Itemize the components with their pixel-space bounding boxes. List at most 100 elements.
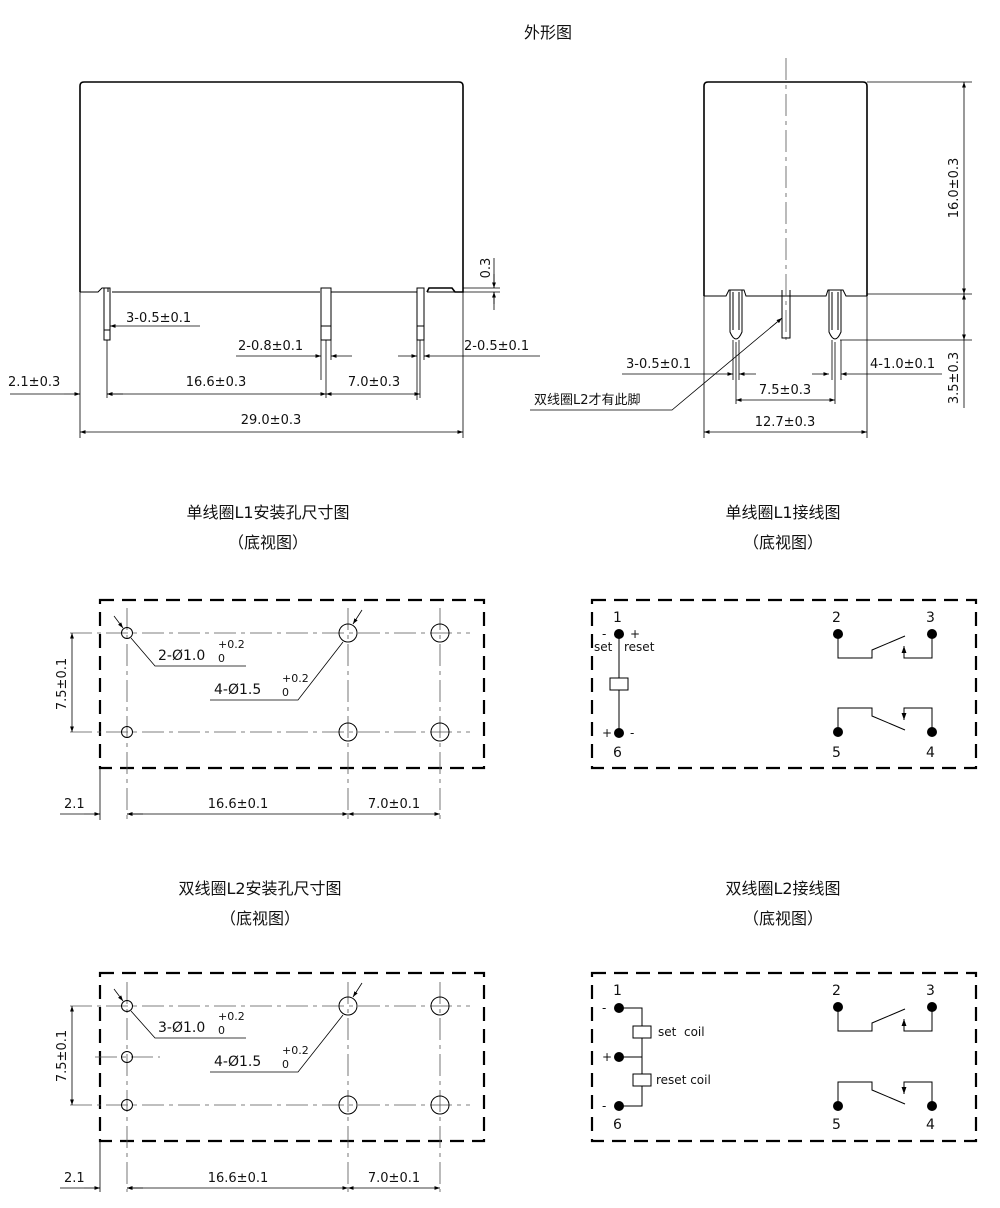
l2-dim-row: 7.5±0.1 [55, 1030, 70, 1082]
l2-pin2-label: 2 [832, 983, 841, 999]
front-pin-3 [416, 287, 425, 341]
side-pin-mid [781, 290, 791, 339]
outline-title: 外形图 [524, 23, 572, 42]
l1-dim-pitch1: 16.6±0.1 [208, 797, 269, 812]
l2-pin5-label: 5 [832, 1117, 841, 1133]
l1-hole-small-tol-low: 0 [218, 652, 225, 665]
l2-wiring-diagram: 1 - + - 6 set coil reset coil 2 3 5 4 [590, 971, 978, 1143]
l1-wiring-subtitle: （底视图） [743, 533, 823, 552]
l1-pin3-label: 3 [926, 610, 935, 626]
l1-dim-row: 7.5±0.1 [55, 658, 70, 710]
l2-mount-diagram: 3-Ø1.0 +0.2 0 4-Ø1.5 +0.2 0 7.5±0.1 2.1 … [55, 971, 486, 1192]
l1-mount-subtitle: （底视图） [228, 533, 308, 552]
dim-pin-08: 2-0.8±0.1 [238, 339, 303, 354]
l2-hole-large-tol-up: +0.2 [282, 1044, 309, 1057]
l1-pin4-label: 4 [926, 745, 935, 761]
l1-wiring-outline [590, 598, 978, 770]
l2-pin1-minus: - [602, 1001, 606, 1015]
l1-set-label: set [594, 640, 613, 654]
dim-pitch2: 7.0±0.3 [348, 375, 400, 390]
l1-pin5-label: 5 [832, 745, 841, 761]
l2-pin4-label: 4 [926, 1117, 935, 1133]
l2-wiring-title: 双线圈L2接线图 [725, 879, 840, 898]
l1-pin1-label: 1 [613, 610, 622, 626]
l1-hole-small-1 [121, 627, 133, 639]
l1-dim-pitch2: 7.0±0.1 [368, 797, 420, 812]
dim-gap: 0.3 [479, 258, 494, 279]
l1-hole-large-3 [338, 722, 358, 742]
dim-pin-len: 3.5±0.3 [947, 352, 962, 404]
side-dim-pin-width: 3-0.5±0.1 [626, 357, 691, 372]
l1-hole-large-4 [430, 722, 450, 742]
l1-pin1-plus: + [630, 627, 640, 641]
l2-hole-small-1 [121, 1000, 133, 1012]
l2-hole-large-4 [430, 1095, 450, 1115]
dim-length: 29.0±0.3 [241, 413, 302, 428]
l1-pin6-label: 6 [613, 745, 622, 761]
l2-hole-large-3 [338, 1095, 358, 1115]
side-pin-left [729, 290, 743, 340]
side-dim-width: 12.7±0.3 [755, 415, 816, 430]
front-view: 0.3 3-0.5±0.1 2-0.8±0.1 2-0.5±0.1 2.1±0.… [8, 81, 540, 438]
l2-set-coil [632, 1025, 652, 1039]
l2-hole-large-1 [338, 996, 358, 1016]
l2-mount-subtitle: （底视图） [220, 909, 300, 928]
l2-pin3-label: 3 [926, 983, 935, 999]
l1-wiring-diagram: 1 - + set reset + - 6 2 3 5 4 [590, 598, 978, 770]
l2-hole-small-2 [121, 1051, 133, 1063]
l2-hole-large-label: 4-Ø1.5 [214, 1054, 261, 1070]
side-body [703, 81, 868, 296]
l1-dim-offset: 2.1 [64, 797, 85, 812]
l2-reset-coil-label: reset coil [656, 1073, 711, 1087]
l2-hole-small-label: 3-Ø1.0 [158, 1020, 205, 1036]
l2-dim-pitch1: 16.6±0.1 [208, 1171, 269, 1186]
l1-wiring-title: 单线圈L1接线图 [725, 503, 840, 522]
side-view: 16.0±0.3 3.5±0.3 3-0.5±0.1 4-1.0±0.1 7.5… [530, 58, 972, 438]
l1-mount-outline [98, 598, 486, 770]
l1-hole-large-label: 4-Ø1.5 [214, 682, 261, 698]
l1-reset-label: reset [624, 640, 655, 654]
l2-pin6-minus: - [602, 1099, 606, 1113]
l2-mount-outline [98, 971, 486, 1143]
l2-hole-small-3 [121, 1099, 133, 1111]
l2-hole-large-2 [430, 996, 450, 1016]
l2-hole-small-tol-up: +0.2 [218, 1010, 245, 1023]
l1-coil [609, 677, 629, 691]
l2-pin6-label: 6 [613, 1117, 622, 1133]
side-dim-pitch: 7.5±0.3 [759, 383, 811, 398]
l2-hole-large-tol-low: 0 [282, 1058, 289, 1071]
l2-wiring-subtitle: （底视图） [743, 909, 823, 928]
l1-hole-small-label: 2-Ø1.0 [158, 648, 205, 664]
dim-offset: 2.1±0.3 [8, 375, 60, 390]
l2-pin-mid-plus: + [602, 1050, 612, 1064]
l1-pin6-plus: + [602, 726, 612, 740]
l1-hole-large-1 [338, 623, 358, 643]
dim-pin-05: 2-0.5±0.1 [464, 339, 529, 354]
dim-pitch1: 16.6±0.3 [186, 375, 247, 390]
front-body [79, 81, 464, 293]
l2-dim-pitch2: 7.0±0.1 [368, 1171, 420, 1186]
l2-hole-small-tol-low: 0 [218, 1024, 225, 1037]
l2-wiring-outline [590, 971, 978, 1143]
l1-pin6-minus: - [630, 726, 634, 740]
l1-hole-large-tol-up: +0.2 [282, 672, 309, 685]
front-pin-1 [103, 287, 111, 341]
l1-pin2-label: 2 [832, 610, 841, 626]
l2-dim-offset: 2.1 [64, 1171, 85, 1186]
dim-pin-width: 3-0.5±0.1 [126, 311, 191, 326]
l1-hole-large-2 [430, 623, 450, 643]
l1-hole-large-tol-low: 0 [282, 686, 289, 699]
side-pin-right [828, 290, 842, 340]
l2-pin1-label: 1 [613, 983, 622, 999]
dim-pin-10: 4-1.0±0.1 [870, 357, 935, 372]
l1-mount-diagram: 2-Ø1.0 +0.2 0 4-Ø1.5 +0.2 0 7.5±0.1 2.1 … [55, 598, 486, 820]
l2-reset-coil [632, 1073, 652, 1087]
l2-mount-title: 双线圈L2安装孔尺寸图 [178, 879, 341, 898]
front-pin-2 [320, 287, 332, 341]
l1-mount-title: 单线圈L1安装孔尺寸图 [186, 503, 349, 522]
l1-hole-small-2 [121, 726, 133, 738]
l1-hole-small-tol-up: +0.2 [218, 638, 245, 651]
l1-pin1-minus: - [602, 627, 606, 641]
dim-height: 16.0±0.3 [947, 158, 962, 219]
